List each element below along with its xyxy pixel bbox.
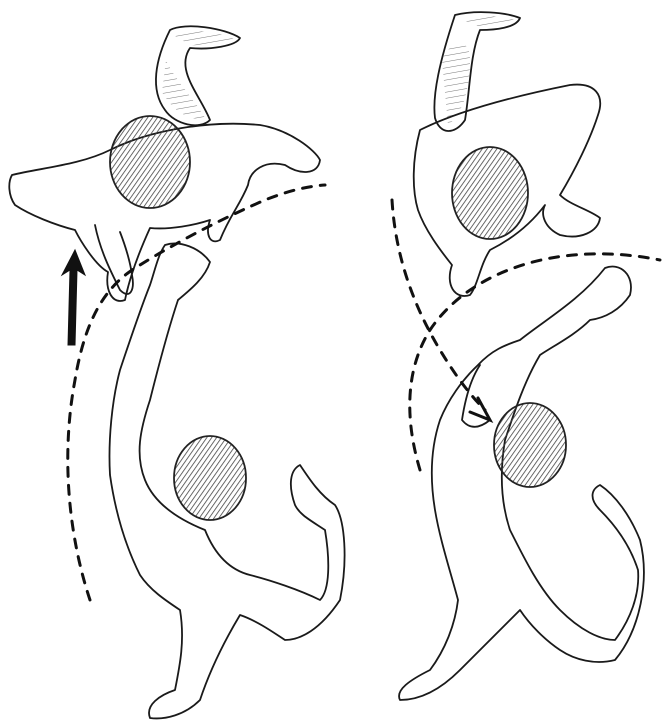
right-bottom-figure-head [494,403,566,487]
left-up-arrow-icon [62,250,85,345]
right-panel [392,12,660,700]
left-bottom-figure-head [174,436,246,520]
left-motion-path [68,185,325,600]
left-top-figure-head [110,116,190,208]
left-panel [9,26,344,718]
right-top-figure-head [452,147,528,239]
right-down-arrow-icon [470,398,490,420]
